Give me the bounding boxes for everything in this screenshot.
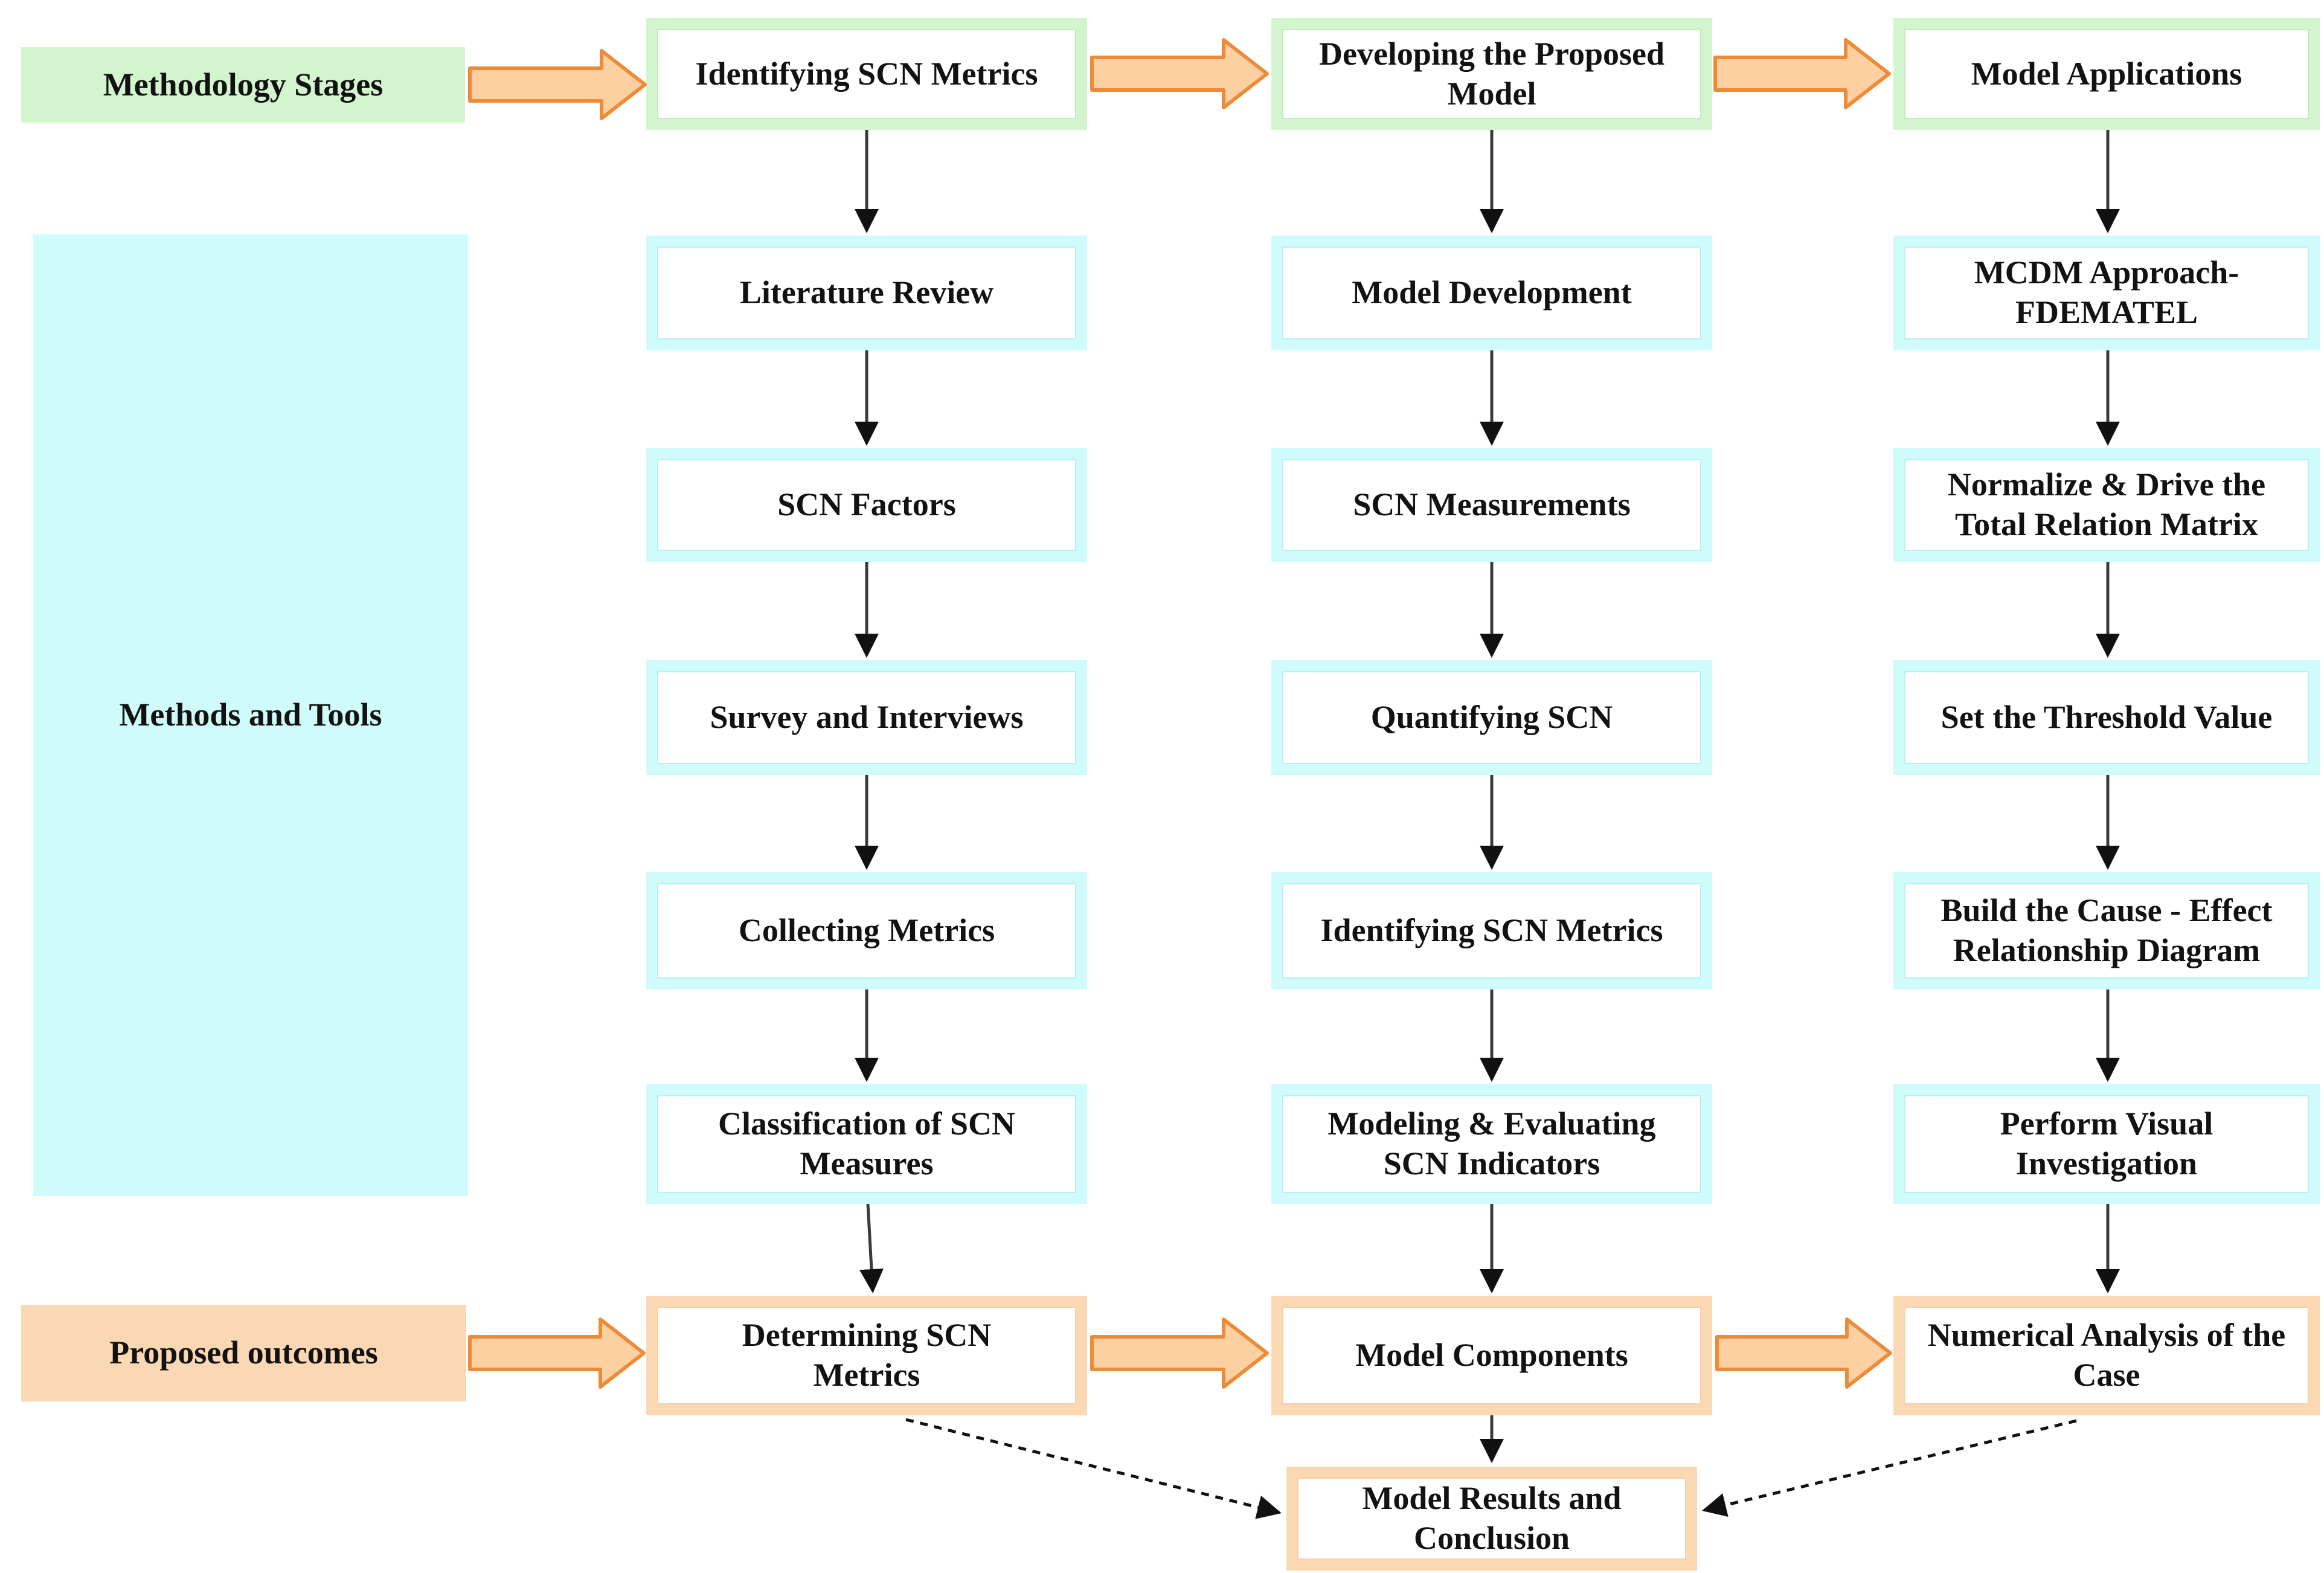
stage-box-text: Identifying SCN Metrics: [695, 55, 1038, 92]
step-box-scn-factors: SCN Factors: [646, 448, 1087, 562]
outcome-box-text: Model Components: [1355, 1337, 1628, 1374]
step-box-text: Set the Threshold Value: [1940, 699, 2273, 736]
label-proposed-outcomes-text: Proposed outcomes: [109, 1334, 378, 1371]
step-box-text: Model Development: [1352, 274, 1632, 311]
step-box-text: Perform Visual Investigation: [2000, 1105, 2213, 1182]
step-box-collecting-metrics: Collecting Metrics: [646, 872, 1087, 989]
step-box-text: Modeling & Evaluating SCN Indicators: [1327, 1105, 1656, 1182]
outcome-box-model-components: Model Components: [1271, 1296, 1712, 1415]
step-box-classification-of-scn-measures: Classification of SCN Measures: [646, 1084, 1087, 1204]
stage-box-developing-proposed-model: Developing the Proposed Model: [1271, 18, 1712, 130]
step-box-text: Literature Review: [739, 274, 994, 311]
block-arrow-col1-to-col2-outcome: [1090, 1317, 1269, 1389]
final-box-model-results-and-conclusion: Model Results and Conclusion: [1286, 1467, 1697, 1571]
final-box-text: Model Results and Conclusion: [1362, 1480, 1622, 1556]
step-box-text: MCDM Approach-FDEMATEL: [1974, 254, 2239, 330]
step-box-build-cause-effect-relationship-diagram: Build the Cause - Effect Relationship Di…: [1893, 872, 2320, 989]
step-box-text: Survey and Interviews: [710, 699, 1024, 736]
step-box-text: Normalize & Drive the Total Relation Mat…: [1947, 466, 2266, 542]
step-box-mcdm-approach-fdematel: MCDM Approach-FDEMATEL: [1893, 236, 2320, 350]
step-box-identifying-scn-metrics: Identifying SCN Metrics: [1271, 872, 1712, 989]
label-methods-and-tools-text: Methods and Tools: [119, 696, 382, 733]
label-methodology-stages-text: Methodology Stages: [103, 66, 384, 103]
block-arrow-stages-to-col1: [468, 49, 647, 120]
stage-box-text: Model Applications: [1971, 55, 2242, 92]
block-arrow-col2-to-col3-outcome: [1715, 1317, 1892, 1389]
outcome-box-text: Numerical Analysis of the Case: [1927, 1317, 2286, 1393]
label-proposed-outcomes: Proposed outcomes: [21, 1305, 466, 1401]
step-box-perform-visual-investigation: Perform Visual Investigation: [1893, 1084, 2320, 1204]
step-box-normalize-drive-total-relation-matrix: Normalize & Drive the Total Relation Mat…: [1893, 448, 2320, 562]
step-box-text: Classification of SCN Measures: [717, 1105, 1015, 1182]
step-box-text: Build the Cause - Effect Relationship Di…: [1940, 892, 2273, 968]
step-box-modeling-evaluating-scn-indicators: Modeling & Evaluating SCN Indicators: [1271, 1084, 1712, 1204]
step-box-text: Quantifying SCN: [1370, 699, 1613, 736]
block-arrow-col1-to-col2: [1090, 38, 1269, 109]
stage-box-identifying-scn-metrics: Identifying SCN Metrics: [646, 18, 1087, 130]
label-methods-and-tools: Methods and Tools: [33, 234, 468, 1196]
step-box-model-development: Model Development: [1271, 236, 1712, 350]
outcome-box-numerical-analysis-of-the-case: Numerical Analysis of the Case: [1893, 1296, 2320, 1415]
outcome-box-determining-scn-metrics: Determining SCN Metrics: [646, 1296, 1087, 1415]
step-box-literature-review: Literature Review: [646, 236, 1087, 350]
step-box-set-threshold-value: Set the Threshold Value: [1893, 660, 2320, 775]
step-box-text: SCN Factors: [777, 486, 956, 523]
step-box-survey-and-interviews: Survey and Interviews: [646, 660, 1087, 775]
block-arrow-outcomes-to-col1: [468, 1317, 646, 1389]
outcome-box-text: Determining SCN Metrics: [742, 1317, 992, 1393]
step-box-text: Collecting Metrics: [738, 912, 995, 949]
step-box-text: Identifying SCN Metrics: [1320, 912, 1663, 949]
label-methodology-stages: Methodology Stages: [21, 47, 465, 123]
stage-box-model-applications: Model Applications: [1893, 18, 2320, 130]
stage-box-text: Developing the Proposed Model: [1318, 35, 1664, 112]
step-box-scn-measurements: SCN Measurements: [1271, 448, 1712, 562]
block-arrow-col2-to-col3: [1713, 38, 1891, 109]
step-box-text: SCN Measurements: [1353, 486, 1631, 523]
step-box-quantifying-scn: Quantifying SCN: [1271, 660, 1712, 775]
